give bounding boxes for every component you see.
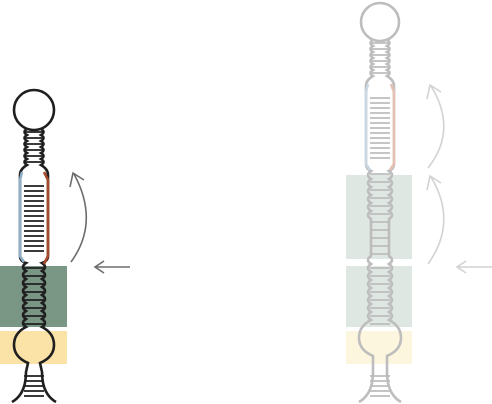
- left-stem-outline-left: [11, 127, 30, 404]
- right-stem-outline-right: [384, 38, 403, 404]
- right-hairpin-stem: [357, 1, 403, 404]
- left-red-strand: [42, 171, 50, 265]
- right-green-region-upper: [346, 175, 412, 259]
- right-hairpin-panel: [346, 1, 492, 404]
- curved-arrow-up-head: [426, 174, 442, 191]
- arrow-left-icon: [455, 260, 492, 274]
- right-base-pairs: [370, 42, 390, 397]
- left-terminal-loop: [12, 88, 56, 132]
- left-hairpin-panel: [0, 88, 130, 404]
- left-blue-strand: [18, 171, 26, 263]
- right-red-strand: [388, 83, 396, 171]
- curved-arrow-up-head: [426, 83, 442, 100]
- left-hairpin-stem: [11, 88, 57, 404]
- curved-arrow-up-icon: [70, 173, 88, 263]
- right-blue-strand: [364, 83, 372, 171]
- curved-arrow-up-head: [69, 171, 85, 188]
- curved-arrow-up-icon: [427, 85, 445, 169]
- left-base-pairs: [24, 131, 44, 397]
- arrow-left-icon: [93, 260, 130, 274]
- curved-arrow-up-icon: [427, 176, 445, 265]
- right-terminal-loop: [359, 1, 401, 43]
- right-stem-outline-left: [357, 38, 376, 404]
- left-yellow-region: [0, 331, 67, 364]
- left-stem-outline-right: [38, 127, 57, 404]
